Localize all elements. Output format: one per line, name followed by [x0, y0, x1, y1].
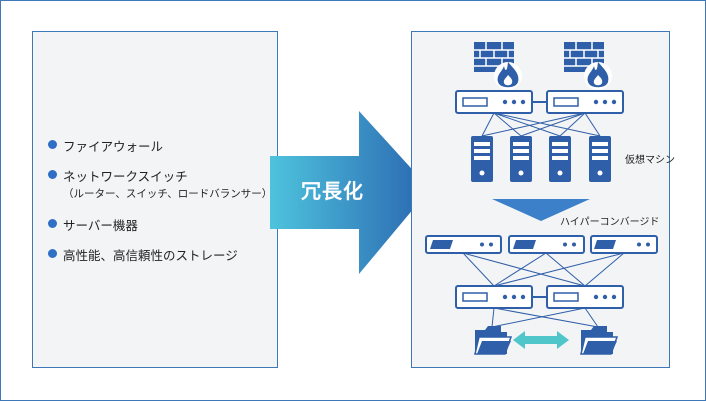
switch-icon [455, 90, 533, 114]
down-arrow-icon [492, 199, 590, 221]
hci-node-icon [425, 235, 502, 254]
list-item-label: 高性能、高信頼性のストレージ [63, 248, 238, 263]
switch-icon [546, 285, 624, 309]
vm-label: 仮想マシン [625, 153, 675, 166]
folder-icon [580, 326, 619, 355]
network-links [462, 252, 625, 287]
list-item-note: （ルーター、スイッチ、ロードバランサー） [63, 188, 273, 200]
list-item-label: ネットワークスイッチ [63, 169, 188, 184]
network-links [481, 112, 601, 137]
list-item-label: ファイアウォール [63, 139, 164, 154]
server-icon [589, 136, 611, 182]
redundancy-label: 冗長化 [301, 179, 364, 203]
server-icon [510, 136, 532, 182]
bullet-icon [48, 219, 57, 228]
sync-arrow-icon [513, 331, 569, 349]
list-item-label: サーバー機器 [63, 218, 138, 233]
redundancy-arrow [270, 111, 430, 274]
traditional-components-panel: ファイアウォール ネットワークスイッチ （ルーター、スイッチ、ロードバランサー）… [32, 31, 278, 368]
hci-node-icon [590, 235, 658, 254]
hci-label: ハイパーコンバージド [560, 216, 659, 228]
bullet-icon [48, 249, 57, 258]
bullet-icon [48, 140, 57, 149]
server-icon [471, 136, 493, 182]
bullet-icon [48, 170, 57, 179]
server-icon [549, 136, 571, 182]
network-links [491, 307, 599, 328]
firewall-icon [474, 42, 522, 90]
switch-icon [455, 285, 533, 309]
firewall-icon [564, 42, 612, 90]
folder-icon [474, 326, 513, 355]
hci-node-icon [508, 235, 585, 254]
switch-icon [546, 90, 624, 114]
